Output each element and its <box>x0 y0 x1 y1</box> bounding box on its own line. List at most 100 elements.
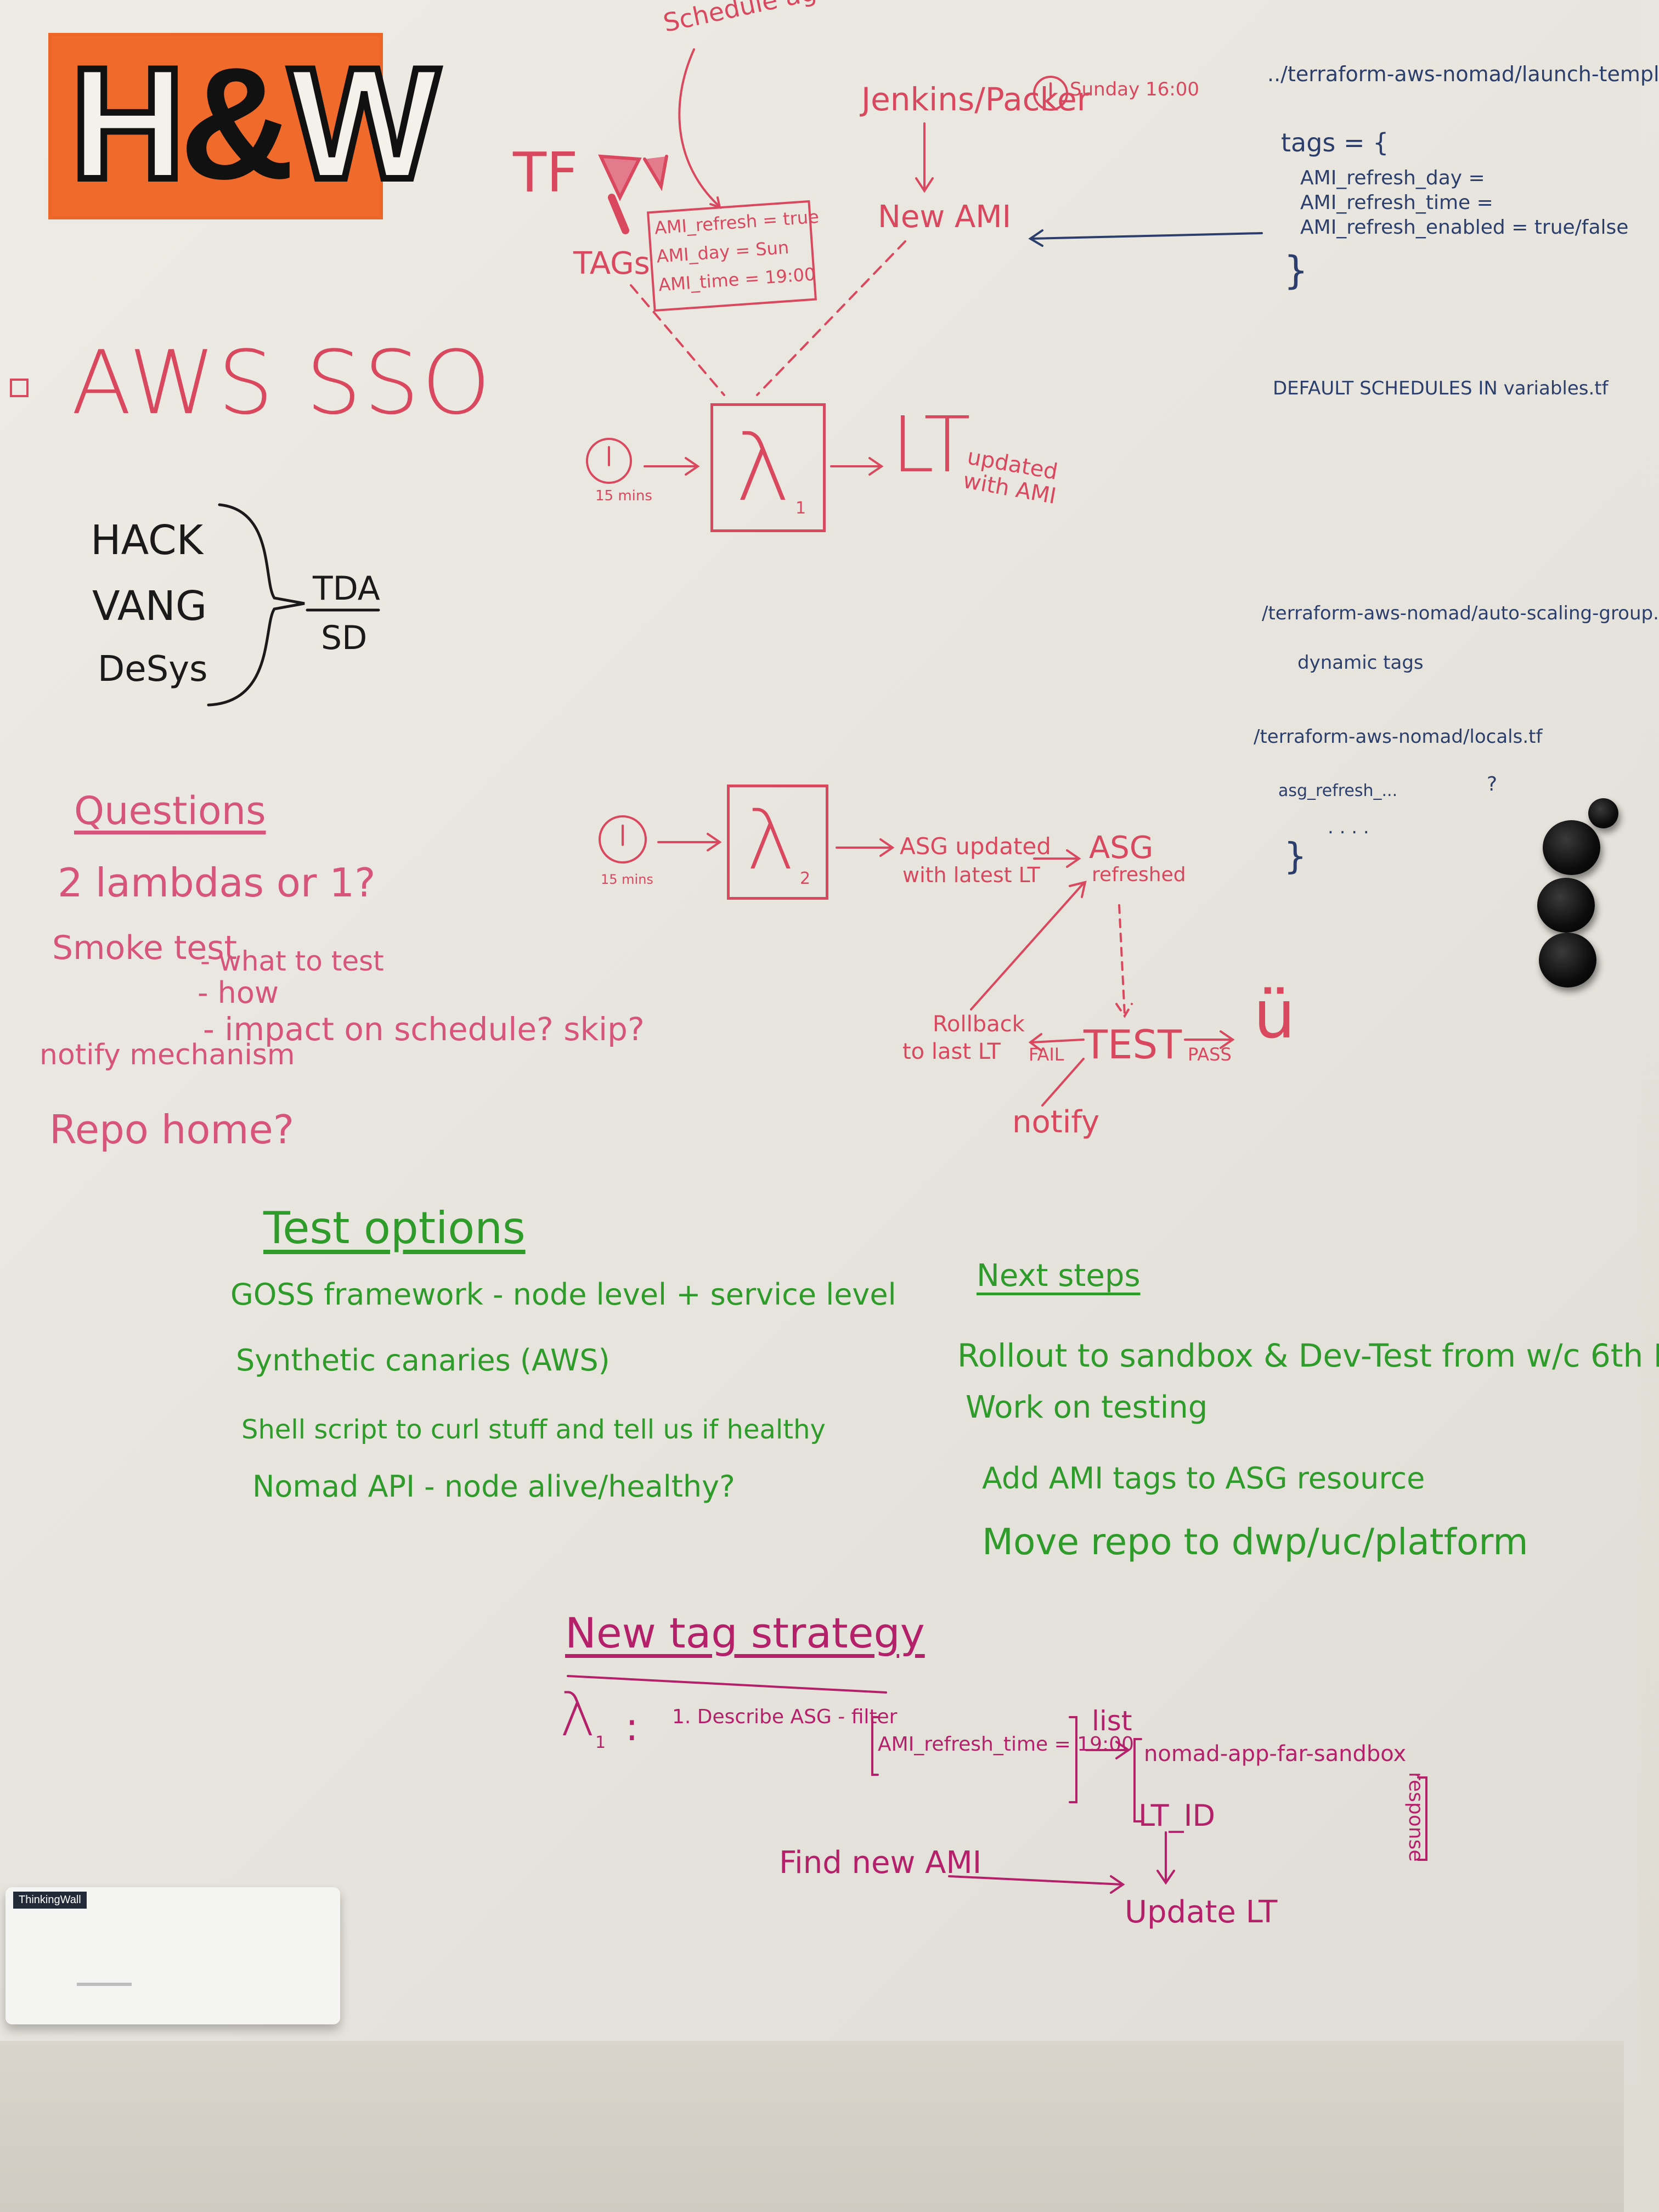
fail-label: FAIL <box>1029 1044 1064 1065</box>
lambda1-to-lt-arrow <box>830 457 884 476</box>
path-locals: /terraform-aws-nomad/locals.tf <box>1254 726 1543 748</box>
describe-asg-step: 1. Describe ASG - filter <box>672 1706 898 1728</box>
lambda2-box: λ 2 <box>727 785 828 900</box>
team-brace <box>207 503 305 707</box>
test-to-fail-arrow <box>1028 1033 1085 1052</box>
clock-to-lambda1-arrow <box>644 457 700 476</box>
ami-to-lambda-dash <box>756 240 906 396</box>
lambda1-symbol: λ <box>735 414 791 522</box>
lambda2-clock-icon <box>599 815 647 864</box>
sunday-time: Sunday 16:00 <box>1070 78 1200 100</box>
lt-label: LT <box>891 400 971 490</box>
test-options-title: Test options <box>263 1203 526 1254</box>
update-lt: Update LT <box>1125 1894 1278 1930</box>
magnet-small <box>1588 798 1618 828</box>
test-option-canaries: Synthetic canaries (AWS) <box>236 1343 610 1378</box>
asg-updated-to-refreshed-arrow <box>1033 849 1081 868</box>
filter-bracket-right <box>1069 1716 1077 1803</box>
list-label: list <box>1092 1705 1132 1737</box>
team-tda: TDA <box>313 569 380 608</box>
jenkins-packer: Jenkins/Packer <box>861 81 1090 118</box>
question-how: - how <box>198 975 279 1010</box>
notes-to-ami-arrow <box>1028 229 1263 247</box>
to-last-lt: to last LT <box>902 1039 1001 1064</box>
asg-refreshed: refreshed <box>1092 864 1186 886</box>
tags-to-lambda-dash <box>630 284 725 396</box>
list-bracket <box>1133 1738 1142 1822</box>
tag-strategy-underline <box>567 1675 887 1694</box>
path-asg: /terraform-aws-nomad/auto-scaling-group.… <box>1262 602 1659 624</box>
rollback-to-asg-arrow <box>970 881 1087 1011</box>
clock-to-lambda2-arrow <box>657 833 722 851</box>
response-bracket <box>1417 1776 1427 1861</box>
tf-to-tags-arrow <box>608 194 629 234</box>
eraser-brand-label: ThinkingWall <box>13 1892 87 1909</box>
logo-letter-w: W <box>286 35 443 212</box>
lambda2-interval: 15 mins <box>601 872 653 887</box>
sunday-clock-icon <box>1033 76 1068 111</box>
tag-strategy-colon: : <box>625 1705 639 1750</box>
whiteboard <box>0 0 1640 2085</box>
lambda2-to-asg-arrow <box>836 838 895 857</box>
question-notify: notify mechanism <box>40 1039 295 1071</box>
filter-bracket-left <box>871 1716 879 1776</box>
tag-refresh-enabled: AMI_refresh_enabled = true/false <box>1300 216 1629 239</box>
find-new-ami: Find new AMI <box>779 1845 982 1881</box>
next-step-move-repo: Move repo to dwp/uc/platform <box>982 1521 1528 1563</box>
tag-strategy-lambda-sub: 1 <box>595 1733 606 1752</box>
next-step-testing: Work on testing <box>966 1390 1208 1425</box>
magnet-3 <box>1539 933 1596 988</box>
tags-close: } <box>1284 248 1308 293</box>
aws-sso-bullet <box>10 379 29 397</box>
next-step-ami-tags: Add AMI tags to ASG resource <box>982 1461 1425 1496</box>
question-what-to-test: - what to test <box>200 945 384 977</box>
asg-updated: ASG updated <box>900 833 1051 860</box>
test-to-pass-arrow <box>1184 1030 1235 1049</box>
tag-refresh-day: AMI_refresh_day = <box>1300 167 1485 189</box>
tag-strategy-lambda: λ <box>560 1679 596 1750</box>
tags-open: tags = { <box>1281 128 1389 157</box>
locals-dots: . . . . <box>1328 816 1369 838</box>
refreshed-to-test-arrow <box>1115 904 1133 1018</box>
locals-close: } <box>1284 835 1307 877</box>
logo-ampersand: & <box>179 35 294 212</box>
next-step-rollout: Rollout to sandbox & Dev-Test from w/c 6… <box>957 1337 1659 1374</box>
magnet-2 <box>1537 878 1595 933</box>
test-label: TEST <box>1084 1022 1182 1068</box>
filter-to-list-arrow <box>1085 1741 1131 1759</box>
lt-id: LT_ID <box>1138 1798 1216 1833</box>
asg-refresh-question: ? <box>1487 773 1498 795</box>
team-sd: SD <box>321 619 368 657</box>
tf-label: TF <box>513 140 578 205</box>
logo-letter-h: H <box>67 35 188 212</box>
test-option-goss: GOSS framework - node level + service le… <box>230 1277 896 1312</box>
team-hack: HACK <box>91 517 204 564</box>
asg-label: ASG <box>1089 830 1154 866</box>
with-latest-lt: with latest LT <box>902 863 1040 887</box>
question-repo-home: Repo home? <box>49 1107 295 1153</box>
filter-value: AMI_refresh_time = 19:00 <box>878 1733 1134 1756</box>
rollback-label: Rollback <box>933 1012 1025 1037</box>
default-schedules: DEFAULT SCHEDULES IN variables.tf <box>1273 377 1609 399</box>
question-impact: - impact on schedule? skip? <box>203 1011 645 1048</box>
team-desys: DeSys <box>98 649 208 690</box>
notify-label: notify <box>1012 1104 1100 1140</box>
eraser-edge <box>77 1983 132 1986</box>
tags-label: TAGs <box>573 246 650 281</box>
questions-title: Questions <box>74 788 266 833</box>
lambda1-clock-icon <box>586 438 632 484</box>
magnet-1 <box>1543 820 1600 875</box>
lambda2-symbol: λ <box>746 793 795 888</box>
aws-sso-heading: AWS SSO <box>71 331 493 434</box>
tf-shape <box>598 154 668 201</box>
jenkins-to-ami-arrow <box>915 122 934 193</box>
test-option-nomad-api: Nomad API - node alive/healthy? <box>252 1469 735 1504</box>
question-lambdas: 2 lambdas or 1? <box>58 860 376 906</box>
smiley: ü <box>1254 977 1296 1053</box>
find-ami-to-update-arrow <box>948 1875 1125 1894</box>
schedule-arrow <box>678 48 720 207</box>
ltid-to-update-arrow <box>1156 1831 1175 1885</box>
next-steps-title: Next steps <box>977 1258 1141 1294</box>
new-ami: New AMI <box>878 199 1012 235</box>
logo-text: H&W <box>67 41 443 206</box>
